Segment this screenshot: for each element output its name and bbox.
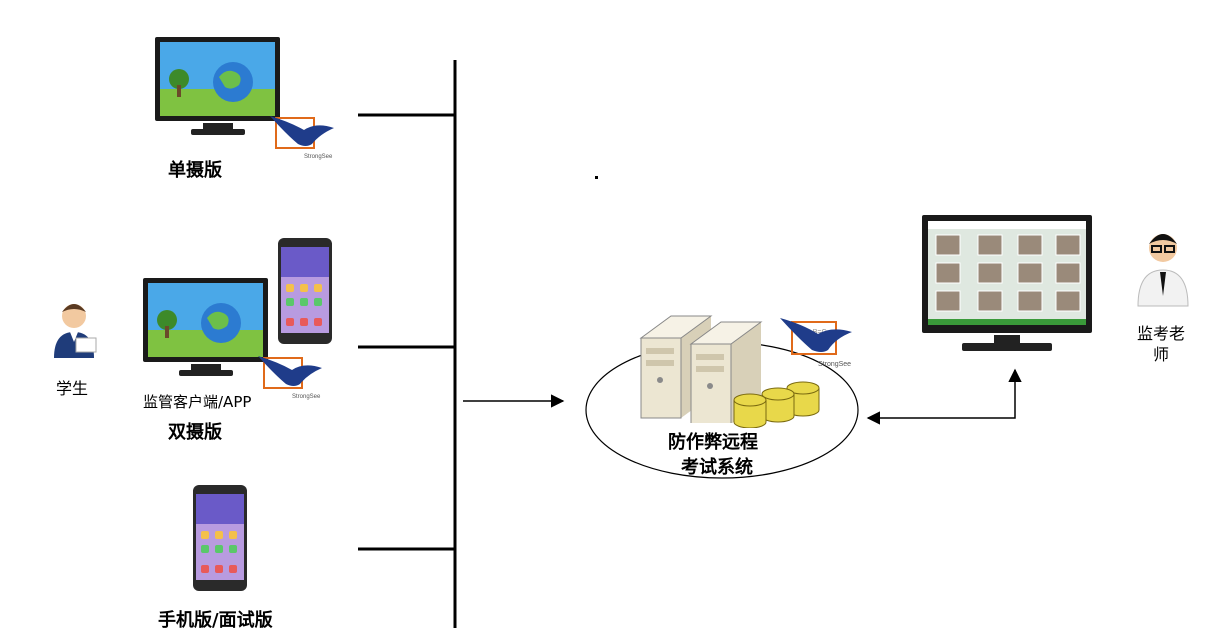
brand-text: StrongSee (818, 361, 851, 368)
teacher-monitor (922, 215, 1092, 355)
database-stack (732, 378, 822, 428)
system-teacher-arrow (866, 368, 1022, 425)
student-avatar-icon (54, 304, 97, 358)
mobile-label: 手机版/面试版 (158, 610, 273, 631)
database-icon (733, 381, 820, 428)
system-label-line2: 考试系统 (681, 457, 753, 478)
mobile-phone (193, 485, 247, 591)
desktop-monitor-icon (155, 37, 280, 135)
single-camera-label: 单摄版 (168, 160, 222, 181)
server-cluster (636, 308, 776, 423)
eagle-logo-dual: StrongSee (256, 350, 326, 400)
eagle-logo-icon: StrongSee (258, 356, 322, 400)
desktop-monitor-icon (143, 278, 268, 376)
eagle-logo-icon: StrongSee (270, 116, 334, 160)
student-avatar (50, 296, 98, 360)
brand-text: StrongSee (292, 394, 321, 400)
eagle-logo-system: A+B=C StrongSee (778, 312, 858, 368)
eagle-logo-single: StrongSee (268, 110, 338, 160)
teacher-avatar (1134, 222, 1192, 308)
client-app-label: 监管客户端/APP (143, 393, 252, 411)
smartphone-icon (193, 485, 247, 591)
dual-camera-label: 双摄版 (168, 422, 222, 443)
dual-camera-monitor (143, 278, 268, 378)
dual-camera-phone (278, 238, 332, 344)
stray-dot (595, 176, 598, 179)
teacher-label-line2: 师 (1153, 345, 1170, 364)
brand-text: StrongSee (304, 154, 333, 160)
eagle-logo-icon: A+B=C StrongSee (780, 318, 852, 368)
student-label: 学生 (56, 379, 89, 398)
smartphone-icon (278, 238, 332, 344)
teacher-label-line1: 监考老 (1137, 324, 1186, 343)
teacher-avatar-icon (1137, 234, 1189, 307)
desktop-monitor-icon (922, 215, 1092, 351)
server-icon (639, 315, 763, 423)
single-camera-monitor (155, 37, 280, 137)
system-label-line1: 防作弊远程 (668, 432, 758, 453)
